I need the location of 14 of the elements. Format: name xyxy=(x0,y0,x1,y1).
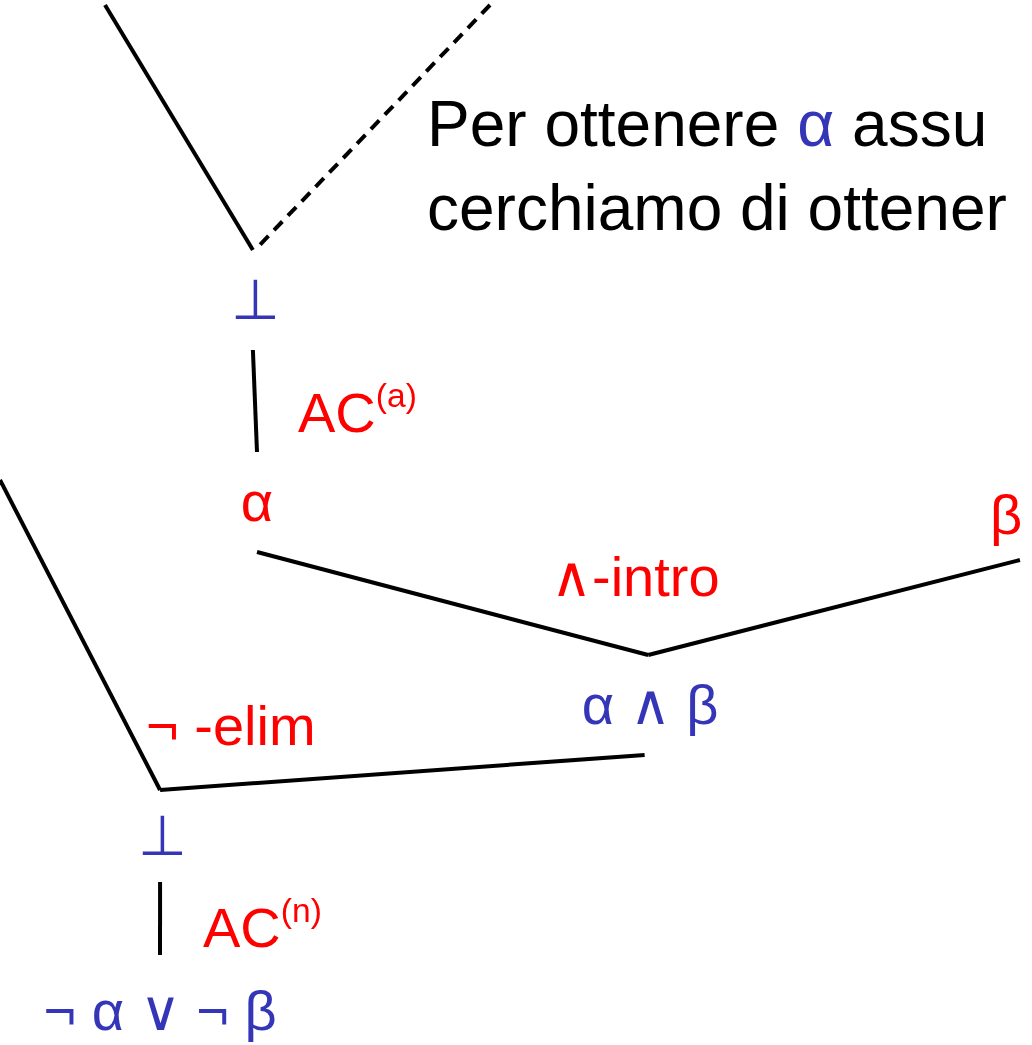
note-text: assu xyxy=(852,92,988,156)
inference-line xyxy=(158,882,163,955)
note-text: Per ottenere xyxy=(427,92,780,156)
inference-line xyxy=(0,479,162,791)
formula: ⊥ xyxy=(137,808,187,864)
inference-line xyxy=(159,753,645,792)
note-text: α xyxy=(797,92,835,156)
formula: ⊥ xyxy=(230,272,280,328)
formula: α xyxy=(240,474,274,530)
inference-line xyxy=(250,349,259,453)
note-text: cerchiamo di ottener xyxy=(427,176,1007,240)
inference-line xyxy=(256,550,649,657)
inference-line xyxy=(647,558,1021,657)
inference-line xyxy=(103,3,255,252)
